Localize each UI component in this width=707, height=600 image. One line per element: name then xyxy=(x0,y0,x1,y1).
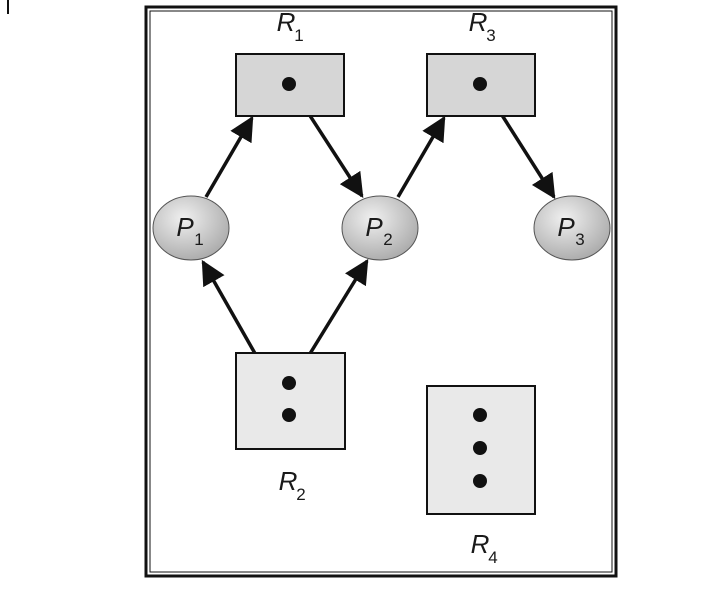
resource-r1-instance-dot xyxy=(282,77,296,91)
resource-r4-instance-dot xyxy=(473,408,487,422)
resource-r3-label-letter: R xyxy=(469,7,488,37)
resource-r2-instance-dot xyxy=(282,376,296,390)
resource-r1-label-subscript: 1 xyxy=(294,26,303,45)
edge-p1-to-r1 xyxy=(204,115,254,198)
resource-r3-instance-dot xyxy=(473,77,487,91)
edge-p2-to-r3 xyxy=(396,115,446,198)
process-p3-label-subscript: 3 xyxy=(575,230,584,249)
resource-r3-label-subscript: 3 xyxy=(486,26,495,45)
process-p2-label-subscript: 2 xyxy=(383,230,392,249)
process-p3-label-letter: P xyxy=(557,212,575,242)
process-p2-label-letter: P xyxy=(365,212,383,242)
process-p2-node xyxy=(341,195,419,261)
resource-r2-label-subscript: 2 xyxy=(296,485,305,504)
process-p1-label-letter: P xyxy=(176,212,194,242)
resource-r4-label-letter: R xyxy=(471,529,490,559)
resource-r2-label-letter: R xyxy=(279,466,298,496)
resource-r4-instance-dot xyxy=(473,441,487,455)
resource-r2-box xyxy=(235,352,346,450)
diagram-frame-inner xyxy=(149,10,613,573)
resources-layer xyxy=(235,53,536,515)
diagram-frame xyxy=(144,5,618,578)
process-p1-label-subscript: 1 xyxy=(194,230,203,249)
resource-r1-label-letter: R xyxy=(277,7,296,37)
resource-r4-instance-dot xyxy=(473,474,487,488)
process-p3-node xyxy=(533,195,611,261)
resource-r4-label-subscript: 4 xyxy=(488,548,497,567)
resource-r2-instance-dot xyxy=(282,408,296,422)
process-p1-node xyxy=(152,195,230,261)
